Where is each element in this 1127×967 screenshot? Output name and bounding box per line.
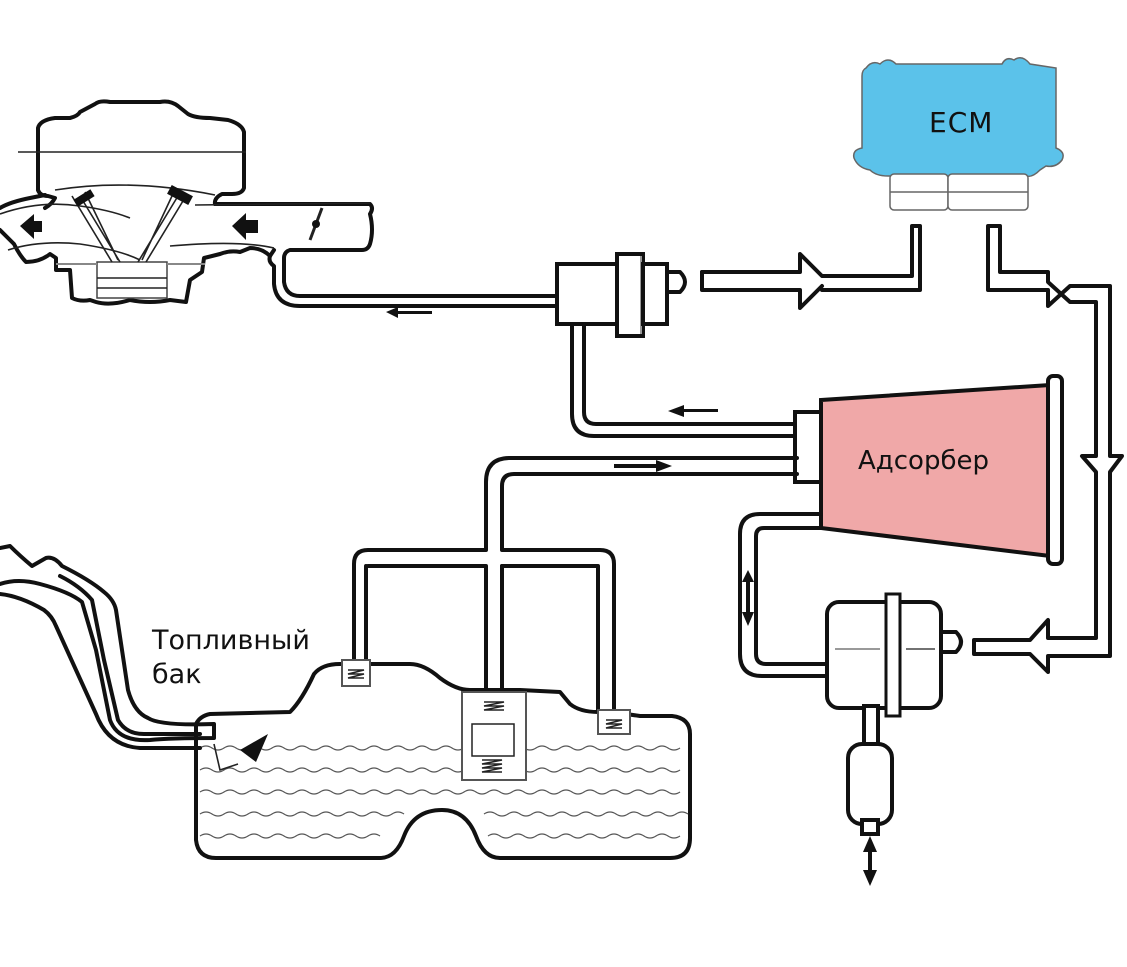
vent-valve-connector bbox=[939, 630, 963, 654]
bidirectional-arrow-icon bbox=[742, 570, 754, 626]
intake-flow-arrow-icon bbox=[232, 213, 258, 240]
throttle-shaft bbox=[312, 220, 320, 228]
ecm bbox=[852, 57, 1064, 211]
vapor-line-tank bbox=[352, 456, 799, 662]
float bbox=[471, 723, 515, 757]
vent-line bbox=[738, 512, 842, 678]
filler-neck bbox=[0, 544, 216, 743]
vapor-flow-arrow-icon bbox=[386, 307, 432, 318]
intake-valve bbox=[137, 195, 187, 263]
purge-line bbox=[570, 322, 799, 438]
purge-flow-arrow-icon bbox=[668, 405, 718, 417]
piston bbox=[96, 261, 168, 299]
fuel-tank-label: Топливный бак bbox=[152, 624, 310, 692]
vent-valve-body bbox=[825, 600, 943, 710]
vent-valve-flange bbox=[884, 592, 902, 718]
atmosphere-bidirectional-arrow-icon bbox=[863, 836, 877, 886]
purge-valve-body bbox=[555, 262, 619, 326]
exhaust-port bbox=[0, 193, 272, 306]
purge-valve-flange bbox=[615, 252, 645, 338]
canister bbox=[793, 374, 1064, 566]
cylinder-head bbox=[36, 99, 246, 206]
fuel-tank-label-line2: бак bbox=[152, 659, 202, 690]
exhaust-valve bbox=[71, 191, 121, 263]
fuel-level-waves bbox=[199, 745, 689, 839]
intake-manifold bbox=[213, 202, 558, 298]
ecm-vent-signal-wire bbox=[972, 224, 1124, 674]
fuel-tank-body bbox=[194, 662, 692, 860]
vent-valve bbox=[825, 592, 963, 886]
fuel-tank-label-line1: Топливный bbox=[152, 625, 310, 656]
ecm-label: ECM bbox=[929, 106, 994, 139]
air-filter bbox=[846, 742, 894, 826]
fill-flow-arrow-icon bbox=[240, 734, 268, 762]
canister-label: Адсорбер bbox=[858, 446, 990, 476]
exhaust-flow-arrow-icon bbox=[20, 214, 42, 239]
canister-end-cap bbox=[1046, 374, 1064, 566]
purge-valve bbox=[555, 224, 922, 338]
purge-valve-connector bbox=[665, 270, 687, 294]
tank-vapor-flow-arrow-icon bbox=[614, 460, 672, 472]
ecm-body bbox=[852, 57, 1064, 178]
rollover-valve-left bbox=[341, 659, 371, 687]
engine bbox=[0, 99, 558, 318]
fuel-tank bbox=[0, 544, 692, 860]
